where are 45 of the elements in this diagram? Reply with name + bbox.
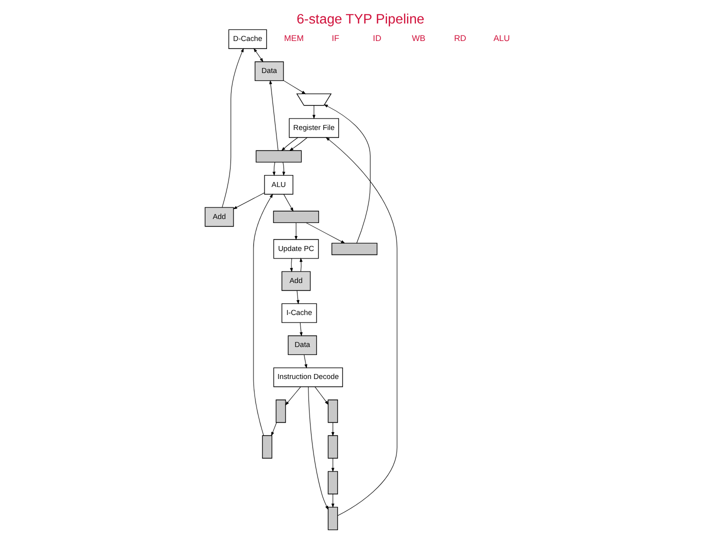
arrow <box>289 258 292 272</box>
arrow <box>284 386 300 406</box>
label: ALU <box>493 33 510 44</box>
arrow <box>296 290 299 304</box>
arrow <box>270 422 276 436</box>
label: MEM <box>284 33 304 44</box>
arrow <box>308 386 328 510</box>
arrow <box>330 494 334 508</box>
arrow <box>280 137 298 152</box>
label: ID <box>372 33 381 44</box>
arrow <box>323 104 370 244</box>
node-bar <box>327 400 338 423</box>
node-bar <box>327 471 338 494</box>
arrow <box>314 386 328 405</box>
arrow <box>303 354 307 368</box>
arrow <box>272 162 275 176</box>
arrow <box>288 137 308 151</box>
node-bar <box>327 506 338 530</box>
node-bar <box>331 242 377 256</box>
arrow <box>299 258 302 272</box>
arrow <box>294 222 298 240</box>
arrow <box>330 422 334 436</box>
arrow <box>312 105 315 120</box>
arrow <box>252 48 263 62</box>
arrow <box>282 162 285 176</box>
arrow <box>299 322 302 336</box>
label: WB <box>411 33 425 44</box>
node-trapezoid <box>296 93 332 106</box>
arrow <box>268 80 278 151</box>
arrow <box>282 194 294 212</box>
arrow <box>330 458 334 472</box>
arrow <box>221 48 244 208</box>
node-bar <box>262 435 272 459</box>
arrow <box>282 80 306 94</box>
node-bar <box>275 400 286 423</box>
diagram-title: 6-stage TYP Pipeline <box>296 11 424 26</box>
node-bar <box>272 210 319 224</box>
node-bar <box>327 435 338 459</box>
arrow <box>232 192 264 210</box>
node-bar <box>255 150 302 163</box>
arrow <box>305 222 345 244</box>
label: IF <box>331 33 339 44</box>
arrow <box>325 137 397 516</box>
label: RD <box>454 33 466 44</box>
arrow <box>252 194 273 436</box>
